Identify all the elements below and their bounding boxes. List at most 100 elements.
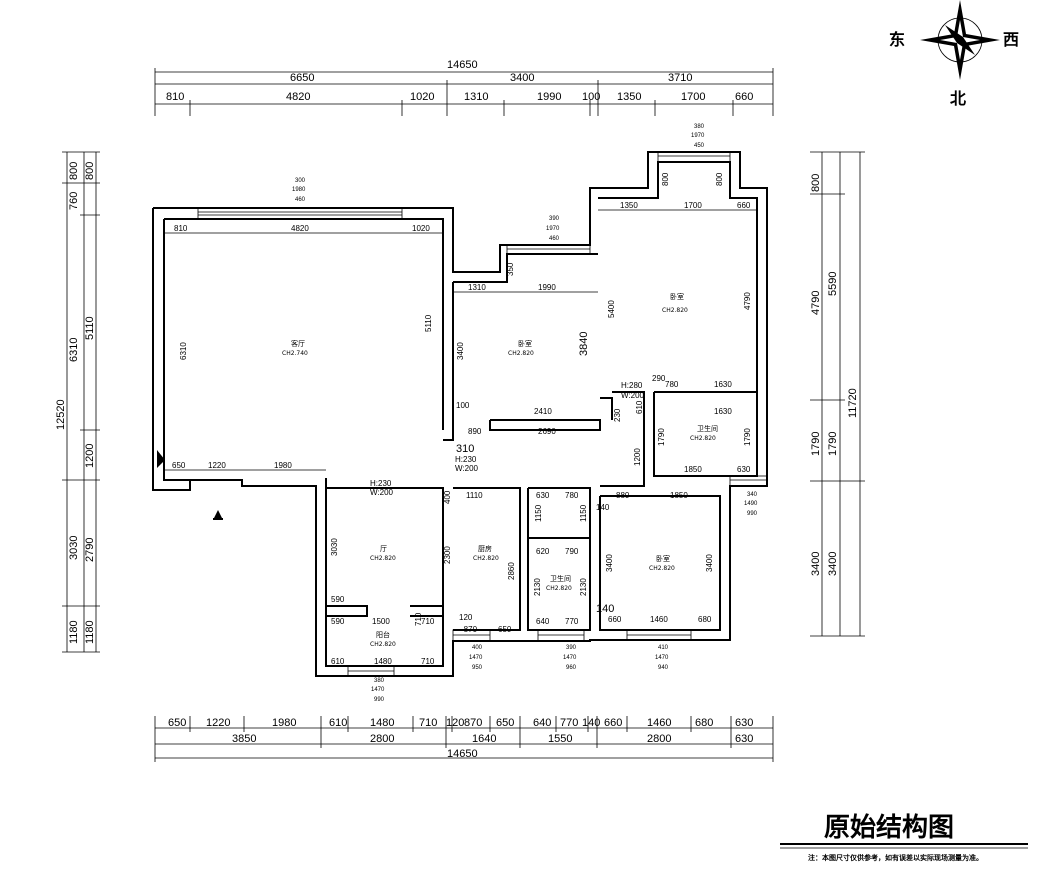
svg-text:710: 710 (421, 657, 435, 666)
right-dim-1790: 1790 (810, 432, 822, 456)
window-label-5: 400 1470 950 (469, 645, 483, 671)
right-dim-3400b: 3400 (827, 552, 839, 576)
bottom-dim-1640: 1640 (472, 733, 496, 745)
bottom-dim-660: 660 (604, 717, 622, 729)
title-block: 原始结构图 注：本图尺寸仅供参考，如有误差以实际现场测量为准。 (780, 813, 1028, 862)
svg-text:890: 890 (468, 427, 482, 436)
svg-text:230: 230 (613, 408, 622, 422)
svg-text:660: 660 (737, 201, 751, 210)
left-dim-1180-outer: 1180 (68, 620, 80, 644)
svg-text:770: 770 (565, 617, 579, 626)
svg-text:400: 400 (472, 645, 483, 651)
kitchen-dims: 400 1110 2300 2860 120 -870 650 (443, 490, 516, 634)
stair-marker-icon (157, 450, 165, 468)
svg-text:800: 800 (715, 172, 724, 186)
svg-text:-870: -870 (461, 625, 478, 634)
svg-text:340: 340 (747, 492, 758, 498)
svg-text:H:280: H:280 (621, 381, 643, 390)
svg-text:W:200: W:200 (370, 488, 394, 497)
svg-text:1470: 1470 (469, 655, 483, 661)
right-dim-800: 800 (810, 174, 822, 192)
svg-text:1790: 1790 (657, 428, 666, 446)
svg-text:300: 300 (295, 178, 306, 184)
compass-north-label: 北 (950, 89, 966, 108)
top-dim-1020: 1020 (410, 91, 434, 103)
room-bedroom1-height: CH2.820 (508, 350, 534, 357)
bath2-dims: 630 780 1150 1150 620 790 2130 2130 640 … (533, 491, 610, 626)
svg-text:940: 940 (658, 665, 669, 671)
room-kitchen-height: CH2.820 (473, 555, 499, 562)
svg-text:460: 460 (295, 197, 306, 203)
bottom-dim-1980: 1980 (272, 717, 296, 729)
svg-text:1790: 1790 (743, 428, 752, 446)
svg-text:380: 380 (374, 678, 385, 684)
svg-text:5400: 5400 (607, 300, 616, 318)
svg-text:410: 410 (658, 645, 669, 651)
left-dim-3030: 3030 (68, 536, 80, 560)
svg-text:400: 400 (443, 490, 452, 504)
interior-dimensions: 810 4820 1020 6310 5110 650 1220 1980 13… (164, 172, 757, 666)
svg-text:4790: 4790 (743, 292, 752, 310)
room-hall-name: 厅 (380, 545, 387, 553)
svg-text:140: 140 (596, 603, 614, 615)
svg-text:800: 800 (661, 172, 670, 186)
svg-text:1630: 1630 (714, 380, 732, 389)
svg-text:1150: 1150 (579, 504, 588, 522)
bottom-dim-640: 640 (533, 717, 551, 729)
svg-text:3400: 3400 (705, 554, 714, 572)
svg-text:1460: 1460 (650, 615, 668, 624)
right-dim-1790b: 1790 (827, 432, 839, 456)
bottom-dim-870: 870 (464, 717, 482, 729)
svg-text:990: 990 (747, 511, 758, 517)
svg-text:120: 120 (459, 613, 473, 622)
svg-text:W:200: W:200 (455, 464, 479, 473)
bottom-dim-710: 710 (419, 717, 437, 729)
right-dim-5590: 5590 (827, 272, 839, 296)
bottom-dim-3850: 3850 (232, 733, 256, 745)
bottom-dim-2800: 2800 (370, 733, 394, 745)
top-dim-810: 810 (166, 91, 184, 103)
svg-text:710: 710 (414, 612, 423, 626)
left-dim-760: 760 (68, 192, 80, 210)
room-labels: 客厅 CH2.740 卧室 CH2.820 卧室 CH2.820 卫生间 CH2… (282, 292, 718, 648)
top-dim-660: 660 (735, 91, 753, 103)
svg-text:650: 650 (172, 461, 186, 470)
svg-text:880: 880 (616, 491, 630, 500)
room-living-name: 客厅 (291, 339, 305, 348)
left-dim-800: 800 (84, 162, 96, 180)
bottom-dim-680: 680 (695, 717, 713, 729)
svg-text:1630: 1630 (714, 407, 732, 416)
svg-text:380: 380 (694, 124, 705, 130)
svg-text:1150: 1150 (534, 504, 543, 522)
top-dim-6650: 6650 (290, 72, 314, 84)
svg-text:1220: 1220 (208, 461, 226, 470)
left-dim-800-outer: 800 (68, 162, 80, 180)
svg-text:680: 680 (698, 615, 712, 624)
svg-text:3400: 3400 (456, 342, 465, 360)
compass: 东 西 北 (889, 0, 1019, 108)
svg-text:1110: 1110 (466, 491, 483, 500)
right-dim-4790: 4790 (810, 291, 822, 315)
bottom-dimension-lines: 650 1220 1980 610 1480 710 120 870 650 6… (154, 716, 774, 762)
top-dim-1990: 1990 (537, 91, 561, 103)
svg-text:3030: 3030 (330, 538, 339, 556)
svg-text:390: 390 (566, 645, 577, 651)
bottom-dim-630: 630 (735, 717, 753, 729)
svg-text:2860: 2860 (507, 562, 516, 580)
bottom-dim-2800b: 2800 (647, 733, 671, 745)
left-dim-2790: 2790 (84, 538, 96, 562)
svg-text:710: 710 (421, 617, 435, 626)
window-label-8: 380 1470 990 (371, 678, 385, 703)
svg-text:990: 990 (374, 697, 385, 703)
right-dimension-lines: 800 4790 5590 11720 1790 1790 3400 3400 (810, 151, 865, 637)
left-dim-1200: 1200 (84, 444, 96, 468)
top-dimension-lines: 14650 6650 3400 3710 810 4820 1020 1310 … (154, 59, 774, 116)
living-dims: 810 4820 1020 6310 5110 650 1220 1980 (164, 224, 443, 471)
svg-text:1980: 1980 (274, 461, 292, 470)
compass-west-label: 西 (1003, 30, 1019, 49)
top-dim-1350: 1350 (617, 91, 641, 103)
svg-text:790: 790 (565, 547, 579, 556)
bedroom1-dims: 1310 1990 3400 3840 350 100 890 2410 269… (453, 262, 598, 455)
svg-text:2130: 2130 (579, 578, 588, 596)
